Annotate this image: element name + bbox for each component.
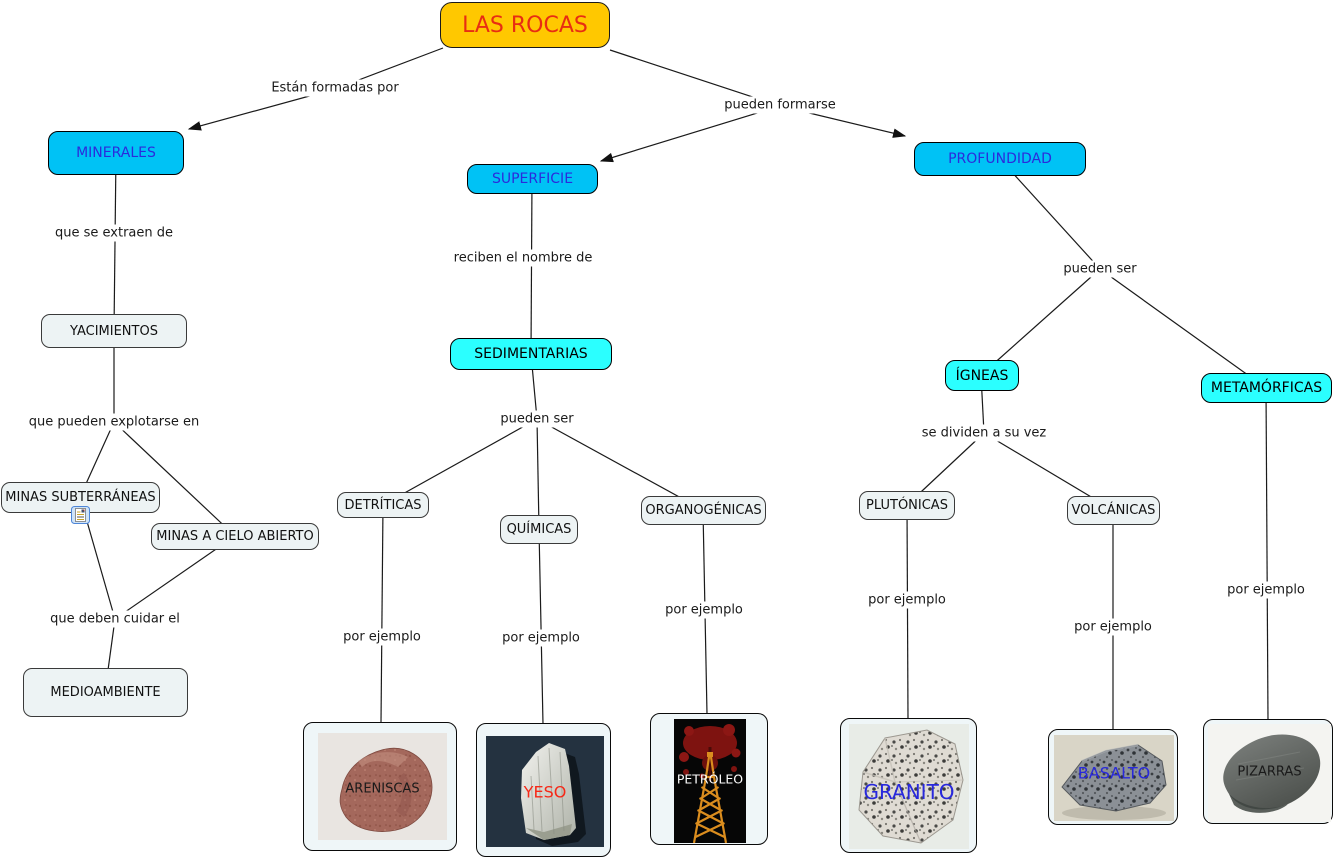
node-minas-a-cielo-abierto[interactable]: MINAS A CIELO ABIERTO <box>151 523 319 550</box>
edge-label-que-deben-cuidar-el[interactable]: que deben cuidar el <box>47 610 183 628</box>
node-medioambiente[interactable]: MEDIOAMBIENTE <box>23 668 188 717</box>
node-igneas[interactable]: ÍGNEAS <box>945 360 1019 391</box>
edge-label-por-ejemplo-metamorficas[interactable]: por ejemplo <box>1224 581 1308 599</box>
petroleo-photo: PETRÓLEO <box>674 719 746 843</box>
edge-label-pueden-ser-profundidad[interactable]: pueden ser <box>1060 260 1140 278</box>
granito-photo: GRANITO <box>849 724 969 849</box>
card-basalto[interactable]: BASALTO <box>1048 729 1178 825</box>
node-organogenicas[interactable]: ORGANOGÉNICAS <box>641 496 766 525</box>
edge-label-se-dividen-a-su-vez[interactable]: se dividen a su vez <box>918 424 1050 442</box>
card-pizarras[interactable]: PIZARRAS <box>1203 719 1333 824</box>
edge-label-estan-formadas-por[interactable]: Están formadas por <box>268 79 402 97</box>
card-petroleo[interactable]: PETRÓLEO <box>650 713 768 845</box>
pizarras-label: PIZARRAS <box>1237 764 1302 780</box>
granito-label: GRANITO <box>863 779 955 804</box>
node-superficie[interactable]: SUPERFICIE <box>467 164 598 194</box>
areniscas-label: ARENISCAS <box>345 781 420 797</box>
node-minerales[interactable]: MINERALES <box>48 131 184 175</box>
node-metamorficas[interactable]: METAMÓRFICAS <box>1201 373 1332 403</box>
edge-label-que-se-extraen-de[interactable]: que se extraen de <box>51 224 177 242</box>
edge-label-por-ejemplo-quimicas[interactable]: por ejemplo <box>499 629 583 647</box>
pizarras-photo: PIZARRAS <box>1208 724 1331 822</box>
sandstone-rock-image <box>339 747 433 832</box>
edge-label-que-pueden-explotarse-en[interactable]: que pueden explotarse en <box>25 413 203 431</box>
gypsum-mineral-image <box>521 743 586 846</box>
yeso-photo: YESO <box>486 736 604 847</box>
oil-derrick-image <box>679 724 741 843</box>
card-areniscas[interactable]: ARENISCAS <box>303 722 457 851</box>
edge-label-por-ejemplo-volcanicas[interactable]: por ejemplo <box>1071 618 1155 636</box>
slate-rock-image <box>1223 734 1321 813</box>
node-volcanicas[interactable]: VOLCÁNICAS <box>1067 496 1160 525</box>
granite-rock-image <box>858 729 964 844</box>
edge-label-pueden-formarse[interactable]: pueden formarse <box>721 96 839 114</box>
edge-label-por-ejemplo-organogenicas[interactable]: por ejemplo <box>662 601 746 619</box>
node-detriticas[interactable]: DETRÍTICAS <box>337 492 429 518</box>
node-profundidad[interactable]: PROFUNDIDAD <box>914 142 1086 176</box>
edge-label-reciben-el-nombre-de[interactable]: reciben el nombre de <box>450 249 596 267</box>
node-sedimentarias[interactable]: SEDIMENTARIAS <box>450 338 612 370</box>
card-yeso[interactable]: YESO <box>476 723 611 857</box>
edge-label-pueden-ser-sedimentarias[interactable]: pueden ser <box>497 410 577 428</box>
resource-attachment-icon[interactable] <box>71 506 90 524</box>
node-plutonicas[interactable]: PLUTÓNICAS <box>859 491 955 520</box>
basalto-label: BASALTO <box>1077 763 1151 783</box>
yeso-label: YESO <box>523 782 567 801</box>
petroleo-label: PETRÓLEO <box>676 771 744 787</box>
edge-label-por-ejemplo-detriticas[interactable]: por ejemplo <box>340 628 424 646</box>
edge-label-por-ejemplo-plutonicas[interactable]: por ejemplo <box>865 591 949 609</box>
basalto-photo: BASALTO <box>1054 735 1174 821</box>
node-quimicas[interactable]: QUÍMICAS <box>500 515 578 544</box>
areniscas-photo: ARENISCAS <box>318 733 447 840</box>
node-las-rocas[interactable]: LAS ROCAS <box>440 2 610 48</box>
card-granito[interactable]: GRANITO <box>840 718 977 853</box>
basalt-rock-image <box>1061 744 1167 820</box>
node-yacimientos[interactable]: YACIMIENTOS <box>41 314 187 348</box>
